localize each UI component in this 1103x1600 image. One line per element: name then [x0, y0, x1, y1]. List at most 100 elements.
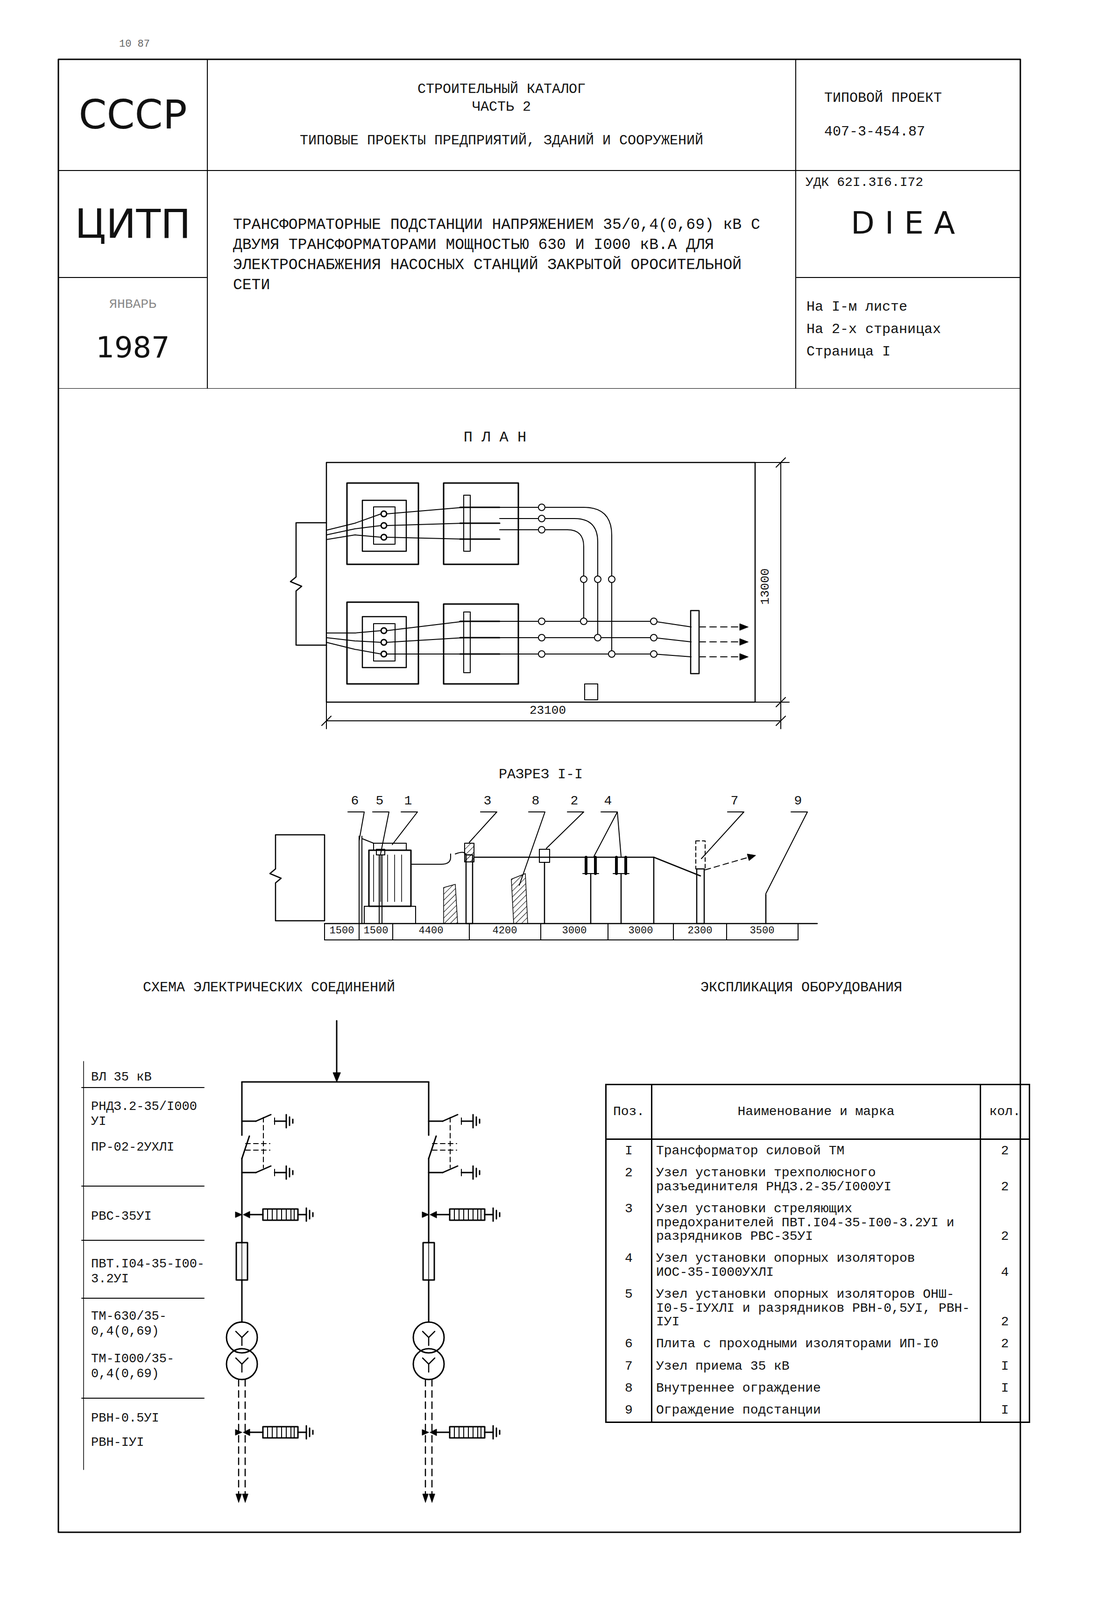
- cell-text: СССР: [78, 90, 187, 139]
- sheet-cell: На I-м листе На 2-х страницахСтраница I: [795, 277, 1021, 389]
- table-row: 5Узел установки опорных изоляторов ОНШ-I…: [606, 1282, 1030, 1333]
- plan-drawing: [290, 457, 790, 729]
- title-cell: ТРАНСФОРМАТОРНЫЕ ПОДСТАНЦИИ НАПРЯЖЕНИЕМ …: [207, 170, 796, 389]
- table-cell: I: [980, 1398, 1030, 1422]
- dimension: 1500: [359, 924, 393, 937]
- section-drawing: [269, 811, 818, 940]
- dimension: 1500: [325, 924, 359, 937]
- table-cell: Узел установки трехполюсного разъедините…: [651, 1161, 981, 1198]
- dimension: 4200: [488, 924, 522, 937]
- dimension: 3500: [745, 924, 779, 937]
- cell-text: СТРОИТЕЛЬНЫЙ КАТАЛОГ: [417, 80, 586, 98]
- section-title: СХЕМА ЭЛЕКТРИЧЕСКИХ СОЕДИНЕНИЙ: [142, 978, 564, 996]
- equipment-label: ТМ-I000/35-0,4(0,69): [91, 1350, 215, 1382]
- code-cell: УДК 62I.3I6.I72DIEA: [795, 170, 1021, 278]
- equipment-label: РВН-IУI: [91, 1434, 215, 1450]
- table-cell: 9: [606, 1398, 652, 1422]
- table-header-cell: Поз.: [606, 1084, 652, 1139]
- dimension: 2300: [683, 924, 717, 937]
- equipment-label: ПР-02-2УХЛI: [91, 1139, 215, 1155]
- table-cell: 2: [980, 1138, 1030, 1162]
- table-cell: 2: [980, 1332, 1030, 1355]
- cell-text: На I-м листе: [806, 298, 908, 316]
- callout-number: 1: [398, 792, 418, 809]
- table-cell: Узел установки опорных изоляторов ОНШ-I0…: [651, 1282, 981, 1333]
- org-cell: СССР: [58, 59, 208, 171]
- view-title: РАЗРЕЗ I-I: [484, 765, 597, 783]
- cell-text: ЦИТП: [74, 199, 191, 248]
- equipment-label: ВЛ 35 кВ: [91, 1069, 215, 1085]
- table-row: 3Узел установки стреляющих предохранител…: [606, 1197, 1030, 1247]
- table-cell: 4: [606, 1246, 652, 1283]
- dimension: 4400: [414, 924, 448, 937]
- table-row: IТрансформатор силовой ТМ2: [606, 1138, 1030, 1162]
- table-cell: I: [980, 1376, 1030, 1399]
- catalog-cell: СТРОИТЕЛЬНЫЙ КАТАЛОГЧАСТЬ 2 ТИПОВЫЕ ПРОЕК…: [207, 59, 796, 171]
- table-cell: 8: [606, 1376, 652, 1399]
- cell-text: ЯНВАРЬ: [109, 296, 157, 313]
- table-cell: 7: [606, 1354, 652, 1377]
- callout-number: 6: [345, 792, 365, 809]
- callout-number: 2: [565, 792, 584, 809]
- table-cell: 2: [980, 1282, 1030, 1333]
- dimension: 3000: [624, 924, 658, 937]
- equipment-label: РВН-0.5УI: [91, 1410, 215, 1426]
- equipment-label: РНДЗ.2-35/I000 УI: [91, 1098, 215, 1130]
- callout-number: 5: [370, 792, 389, 809]
- project-cell: ТИПОВОЙ ПРОЕКТ 407-3-454.87: [795, 59, 1021, 171]
- table-cell: Узел приема 35 кВ: [651, 1354, 981, 1377]
- callout-number: 3: [478, 792, 497, 809]
- equipment-label: ТМ-630/35-0,4(0,69): [91, 1308, 215, 1339]
- table-cell: 2: [980, 1161, 1030, 1198]
- table-cell: Плита с проходными изоляторами ИП-I0: [651, 1332, 981, 1355]
- table-row: 7Узел приема 35 кВI: [606, 1354, 1030, 1377]
- table-header-cell: кол.: [980, 1084, 1030, 1139]
- table-row: 6Плита с проходными изоляторами ИП-I02: [606, 1332, 1030, 1355]
- table-cell: 2: [980, 1197, 1030, 1247]
- callout-number: 7: [725, 792, 744, 809]
- table-header-cell: Наименование и марка: [651, 1084, 981, 1139]
- wiring-diagram: [81, 1020, 500, 1502]
- cell-text: ТИПОВОЙ ПРОЕКТ: [824, 89, 942, 107]
- table-row: Поз.Наименование и маркакол.: [606, 1084, 1030, 1139]
- cell-text: ТРАНСФОРМАТОРНЫЕ ПОДСТАНЦИИ НАПРЯЖЕНИЕМ …: [233, 215, 771, 296]
- table-cell: 2: [606, 1161, 652, 1198]
- org-cell: ЦИТП: [58, 170, 208, 278]
- dimension: 23100: [515, 703, 581, 718]
- cell-text: ТИПОВЫЕ ПРОЕКТЫ ПРЕДПРИЯТИЙ, ЗДАНИЙ И СО…: [299, 132, 704, 149]
- callout-number: 4: [598, 792, 618, 809]
- cell-text: 407-3-454.87: [824, 123, 926, 141]
- section-title: ЭКСПЛИКАЦИЯ ОБОРУДОВАНИЯ: [700, 978, 1009, 996]
- cell-text: Страница I: [806, 343, 891, 361]
- table-cell: 4: [980, 1246, 1030, 1283]
- cell-text: DIEA: [850, 204, 966, 242]
- table-row: 2Узел установки трехполюсного разъединит…: [606, 1161, 1030, 1198]
- table-row: 9Ограждение подстанцииI: [606, 1398, 1030, 1422]
- table-cell: Ограждение подстанции: [651, 1398, 981, 1422]
- callout-number: 8: [526, 792, 545, 809]
- callout-number: 9: [788, 792, 808, 809]
- explication-table: Поз.Наименование и маркакол.IТрансформат…: [605, 1083, 1031, 1423]
- table-cell: I: [606, 1138, 652, 1162]
- equipment-label: РВС-35УI: [91, 1208, 215, 1224]
- cell-text: УДК 62I.3I6.I72: [805, 174, 924, 191]
- table-cell: I: [980, 1354, 1030, 1377]
- table-cell: 3: [606, 1197, 652, 1247]
- table-cell: Трансформатор силовой ТМ: [651, 1138, 981, 1162]
- archive-number: 10 87: [119, 38, 185, 51]
- cell-text: На 2-х страницах: [806, 320, 941, 338]
- cell-text: 1987: [96, 330, 170, 365]
- cell-text: ЧАСТЬ 2: [472, 98, 531, 116]
- equipment-label: ПВТ.I04-35-I00-3.2УI: [91, 1256, 215, 1287]
- view-title: П Л А Н: [438, 428, 552, 447]
- table-cell: 6: [606, 1332, 652, 1355]
- table-row: 8Внутреннее ограждениеI: [606, 1376, 1030, 1399]
- dimension: 3000: [558, 924, 591, 937]
- date-cell: ЯНВАРЬ 1987: [58, 277, 208, 389]
- sheet-frame: [58, 59, 1021, 1532]
- table-cell: Узел установки стреляющих предохранителе…: [651, 1197, 981, 1247]
- table-row: 4Узел установки опорных изоляторов ИОС-3…: [606, 1246, 1030, 1283]
- dimension: 13000: [758, 553, 773, 620]
- table-cell: 5: [606, 1282, 652, 1333]
